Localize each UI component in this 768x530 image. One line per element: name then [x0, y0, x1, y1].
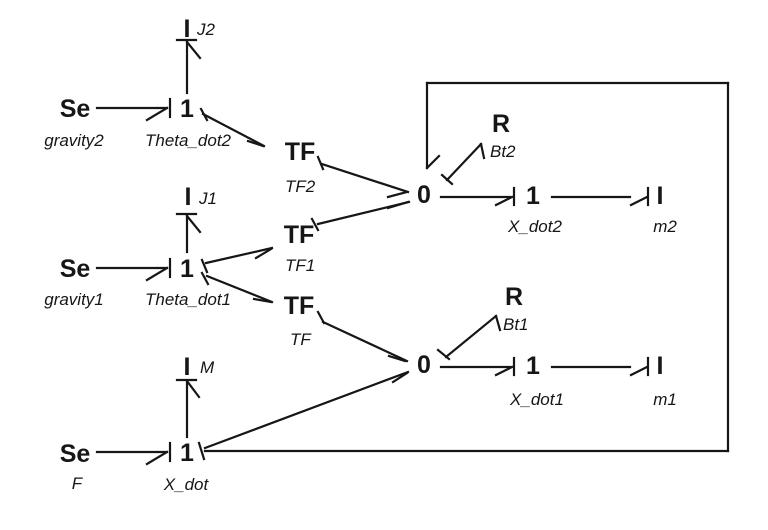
- bond-1td1-to-TF1-barb: [254, 247, 273, 260]
- bond-1td1-to-TF0-stroke: [200, 271, 210, 286]
- node-TF-0: TF: [284, 292, 315, 320]
- param-F: F: [72, 474, 84, 493]
- param-TF: TF: [290, 330, 312, 349]
- node-I-m2: I: [657, 182, 664, 210]
- param-Bt1: Bt1: [503, 315, 529, 334]
- param-J1: J1: [198, 189, 217, 208]
- param-J2: J2: [196, 20, 216, 39]
- param-m2: m2: [653, 217, 677, 236]
- param-gravity1: gravity1: [44, 290, 104, 309]
- param-Theta_dot1: Theta_dot1: [145, 290, 231, 309]
- bond-1td2-to-IJ2-barb: [185, 40, 202, 60]
- node-one-theta-dot2: 1: [180, 95, 194, 123]
- bond-TF1-to-01-barb: [386, 200, 410, 210]
- bond-1td1-to-TF1-stroke: [200, 258, 209, 274]
- param-X_dot2: X_dot2: [507, 217, 562, 236]
- bond-02-to-1xd1-barb: [494, 365, 514, 377]
- node-one-x-dot2: 1: [526, 182, 540, 210]
- param-M: M: [200, 358, 215, 377]
- param-TF2: TF2: [285, 177, 316, 196]
- node-TF-2: TF: [285, 138, 316, 166]
- node-Se-gravity2: Se: [60, 95, 91, 123]
- bond-1xd2-to-Im2-barb: [629, 195, 649, 207]
- node-TF-1: TF: [284, 221, 315, 249]
- bond-TF1-to-01-stroke: [310, 217, 320, 232]
- node-zero-1: 0: [417, 181, 431, 209]
- param-X_dot: X_dot: [163, 475, 210, 494]
- bond-TF0-to-02-stroke: [316, 310, 326, 325]
- node-one-x-dot: 1: [180, 439, 194, 467]
- param-X_dot1: X_dot1: [509, 390, 564, 409]
- param-TF1: TF1: [285, 256, 315, 275]
- bond-1td1-to-TF0-line: [205, 274, 274, 304]
- node-I-J2: I: [184, 15, 191, 43]
- bond-02-to-Rbt1-barb: [494, 314, 502, 332]
- node-Se-gravity1: Se: [60, 255, 91, 283]
- bond-TF2-to-01-line: [320, 162, 410, 194]
- node-one-x-dot1: 1: [526, 352, 540, 380]
- bond-feedback-barb: [425, 154, 441, 170]
- bond-1td2-to-TF2-stroke: [199, 107, 209, 122]
- bond-01-to-1xd2-barb: [494, 195, 514, 207]
- node-zero-2: 0: [417, 351, 431, 379]
- node-one-theta-dot1: 1: [180, 255, 194, 283]
- bond-1td2-to-TF2-barb: [246, 139, 265, 148]
- param-Bt2: Bt2: [490, 142, 516, 161]
- bond-TF0-to-02-barb: [387, 354, 407, 363]
- bond-01-to-Rbt2-barb: [479, 142, 486, 160]
- bond-TF2-to-01-barb: [386, 190, 409, 199]
- bond-TF2-to-01-stroke: [316, 155, 325, 171]
- bond-01-to-Rbt2-stroke: [440, 173, 454, 186]
- bond-1xd1-to-Im1-barb: [629, 365, 649, 377]
- bond-02-to-Rbt1-stroke: [436, 348, 451, 361]
- node-I-m1: I: [657, 352, 664, 380]
- bond-1td1-to-IJ1-barb: [185, 214, 202, 234]
- bond-01-to-Rbt2-line: [445, 142, 483, 182]
- bond-1xd-to-IM-barb: [185, 379, 201, 399]
- bond-1td1-to-TF0-barb: [252, 297, 273, 304]
- bond-Se3-to-1xd-barb: [145, 450, 169, 466]
- bond-Se1-to-1td1-barb: [145, 266, 169, 282]
- param-m1: m1: [653, 390, 677, 409]
- node-I-J1: I: [185, 183, 192, 211]
- node-Se-F: Se: [60, 440, 91, 468]
- bond-1xd-stroke: [197, 441, 206, 461]
- node-R-bt2: R: [492, 110, 510, 138]
- bond-1xd-to-02-barb: [391, 371, 409, 384]
- bond-1td1-to-TF1-line: [204, 246, 274, 265]
- bond-Se2-to-1td2-barb: [145, 106, 169, 122]
- bond-1td2-to-TF2-line: [201, 112, 266, 148]
- node-R-bt1: R: [505, 283, 523, 311]
- param-gravity2: gravity2: [44, 131, 104, 150]
- param-Theta_dot2: Theta_dot2: [145, 131, 232, 150]
- bond-1xd-to-02-line: [203, 370, 410, 450]
- node-I-M: I: [184, 353, 191, 381]
- bond-02-to-Rbt1-line: [444, 314, 498, 359]
- bond-TF0-to-02-line: [321, 320, 409, 363]
